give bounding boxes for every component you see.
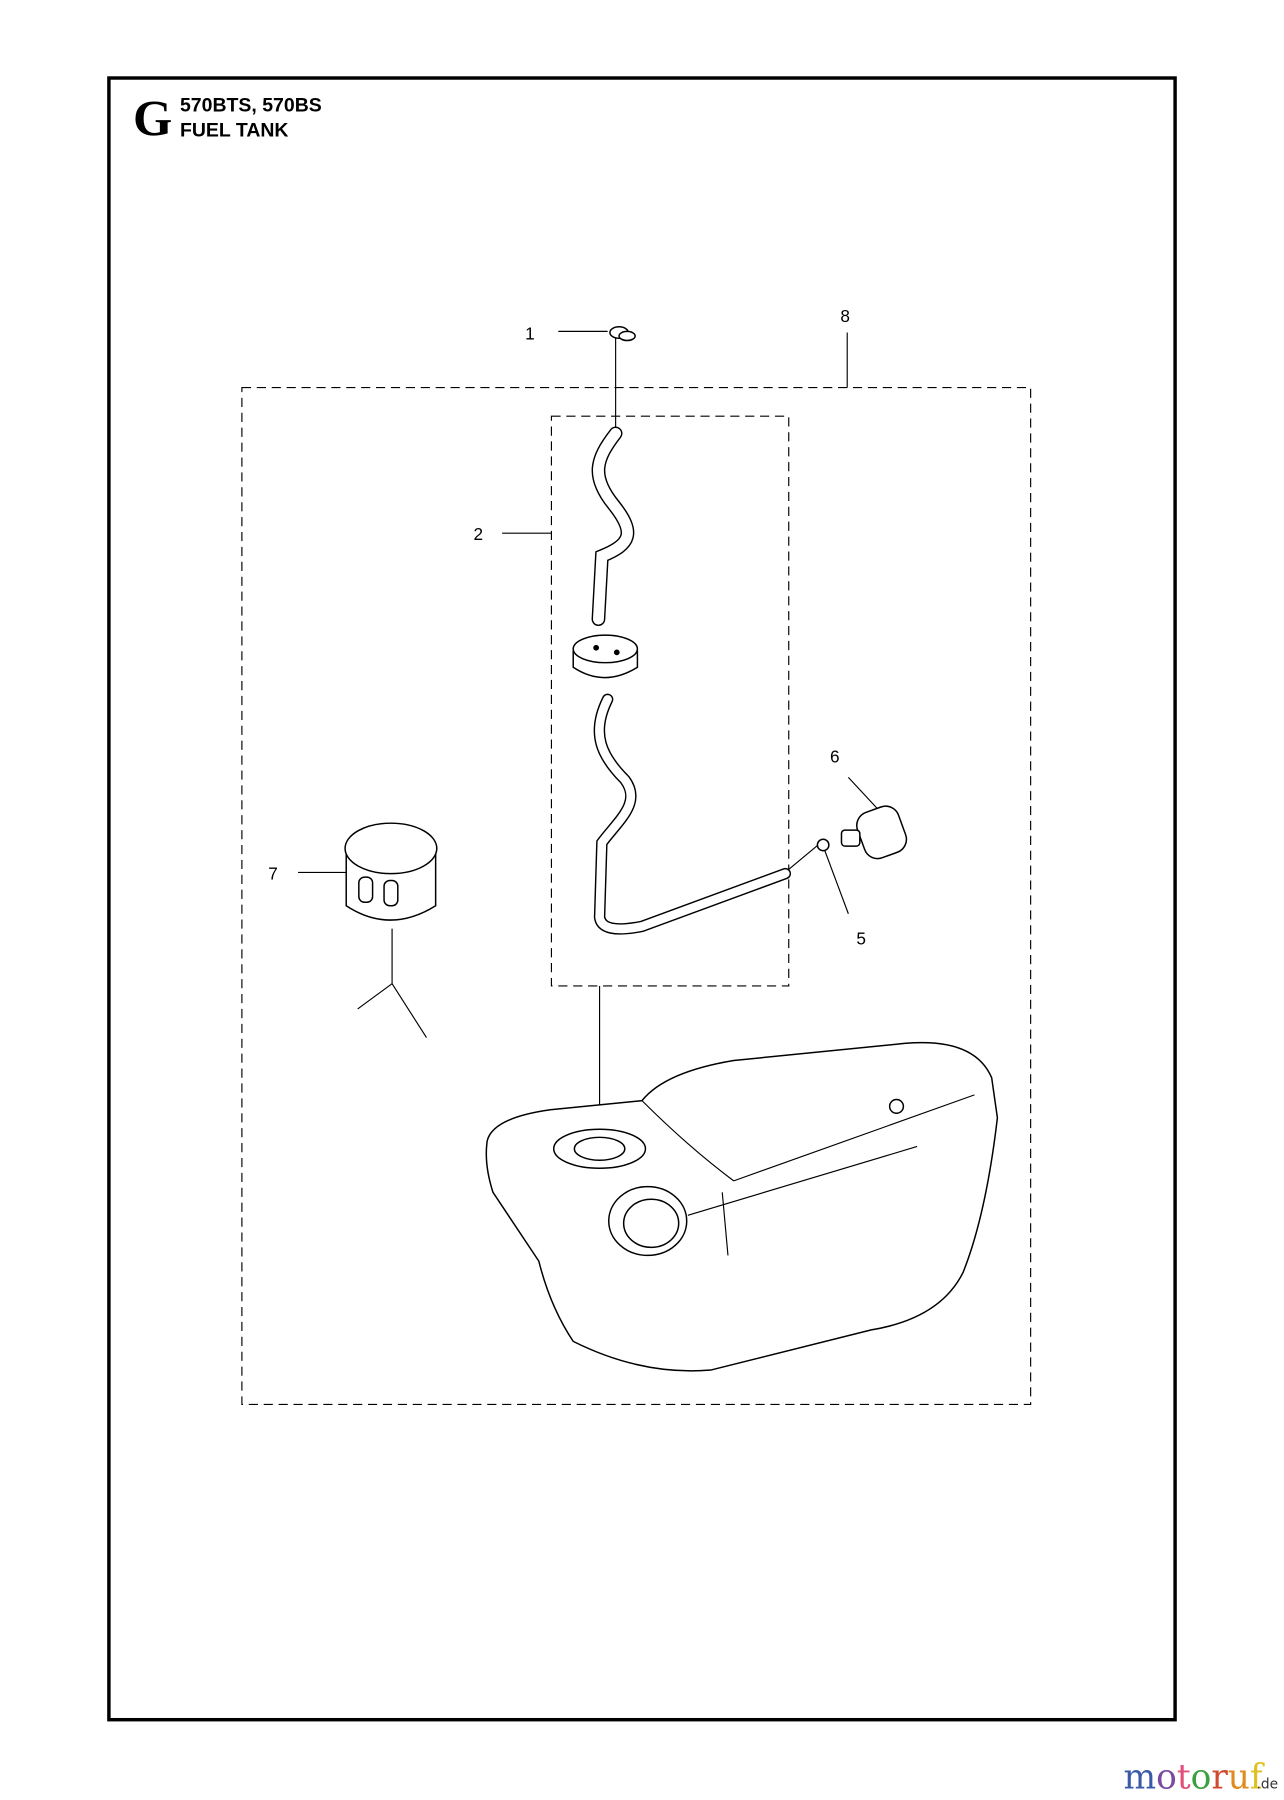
callout-5: 5	[856, 929, 866, 949]
models-label: 570BTS, 570BS	[180, 94, 322, 116]
part-1-clip	[609, 326, 636, 342]
callout-1: 1	[525, 323, 535, 343]
diagram-title: FUEL TANK	[180, 119, 289, 141]
kit-8-outline	[241, 386, 1032, 1406]
callout-7: 7	[268, 863, 278, 883]
svg-text:.de: .de	[1256, 1776, 1278, 1792]
motoruf-watermark: motoruf .de	[1124, 1757, 1279, 1797]
callout-2: 2	[473, 524, 483, 544]
part-7-fuel-cap	[344, 822, 438, 1038]
svg-text:motoruf: motoruf	[1124, 1757, 1265, 1797]
part-2-hose-assembly	[572, 426, 792, 935]
fuel-tank	[485, 1041, 999, 1372]
callout-6: 6	[830, 746, 840, 766]
kit-2-outline	[550, 415, 790, 987]
section-letter: G	[133, 90, 172, 146]
page-border	[107, 76, 1177, 1722]
part-5-clamp	[816, 838, 830, 852]
callout-8: 8	[840, 306, 850, 326]
part-6-fuel-filter	[840, 805, 908, 860]
